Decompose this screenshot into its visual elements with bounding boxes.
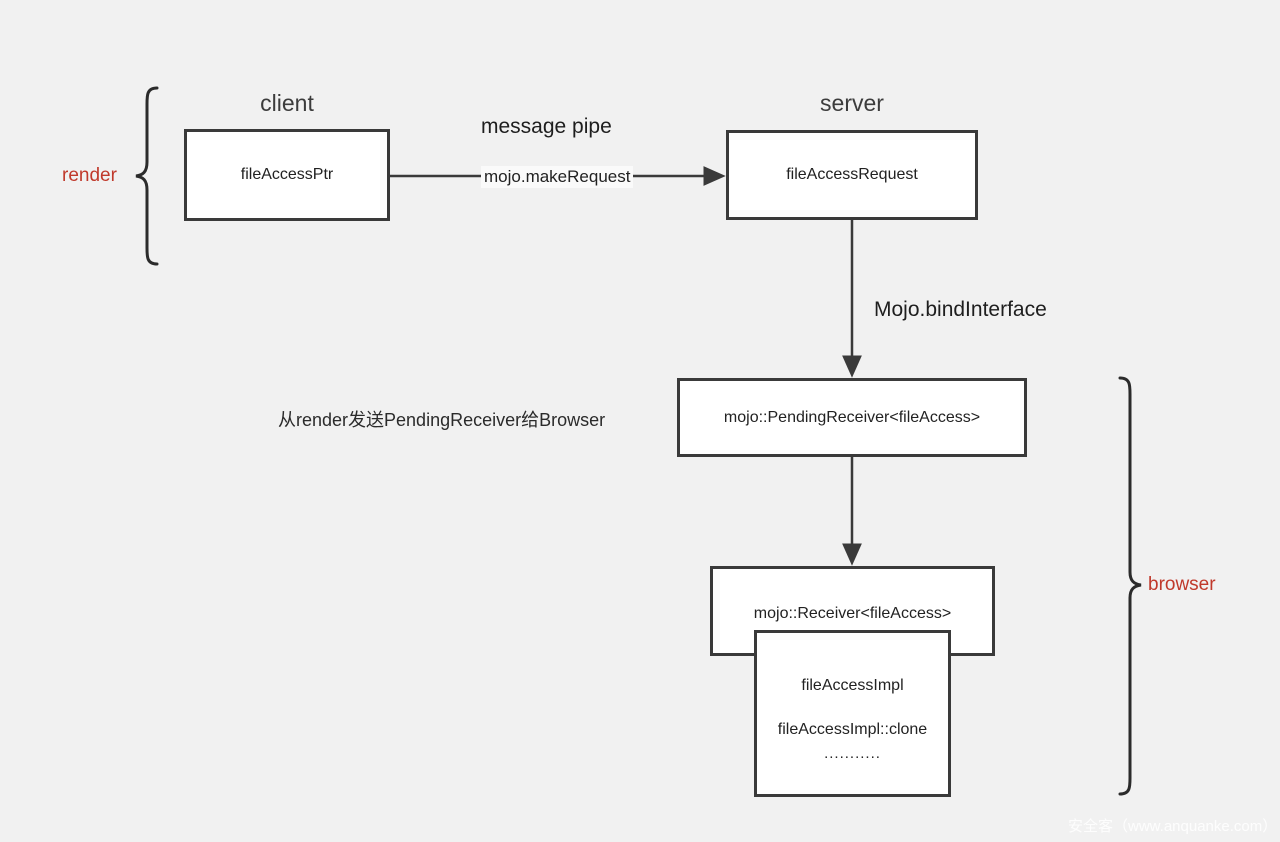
watermark: 安全客（www.anquanke.com） [1068, 818, 1278, 835]
side-label-render: render [62, 165, 117, 186]
node-receiver-label: mojo::Receiver<fileAccess> [753, 605, 952, 622]
node-file-access-request-label: fileAccessRequest [786, 166, 918, 184]
node-file-access-request[interactable]: fileAccessRequest [726, 130, 978, 220]
node-file-access-ptr-label: fileAccessPtr [240, 166, 334, 184]
group-title-client: client [260, 90, 314, 116]
edge-label-make-request: mojo.makeRequest [481, 166, 634, 188]
note-send-pending-receiver: 从render发送PendingReceiver给Browser [278, 410, 606, 430]
node-pending-receiver[interactable]: mojo::PendingReceiver<fileAccess> [677, 378, 1027, 457]
node-file-access-impl-line2: fileAccessImpl::clone [777, 720, 928, 738]
group-title-server: server [820, 90, 884, 116]
render-brace-icon [135, 86, 159, 266]
node-file-access-impl-line3: ........... [824, 745, 881, 763]
edge-label-bind-interface: Mojo.bindInterface [874, 298, 1047, 321]
node-file-access-impl-line1: fileAccessImpl [801, 677, 904, 694]
browser-brace-icon [1118, 376, 1142, 796]
node-file-access-impl[interactable]: fileAccessImpl fileAccessImpl::clone ...… [754, 630, 951, 797]
side-label-browser: browser [1148, 574, 1216, 595]
node-file-access-ptr[interactable]: fileAccessPtr [184, 129, 390, 221]
edge-label-message-pipe: message pipe [481, 115, 612, 138]
node-pending-receiver-label: mojo::PendingReceiver<fileAccess> [723, 408, 981, 426]
